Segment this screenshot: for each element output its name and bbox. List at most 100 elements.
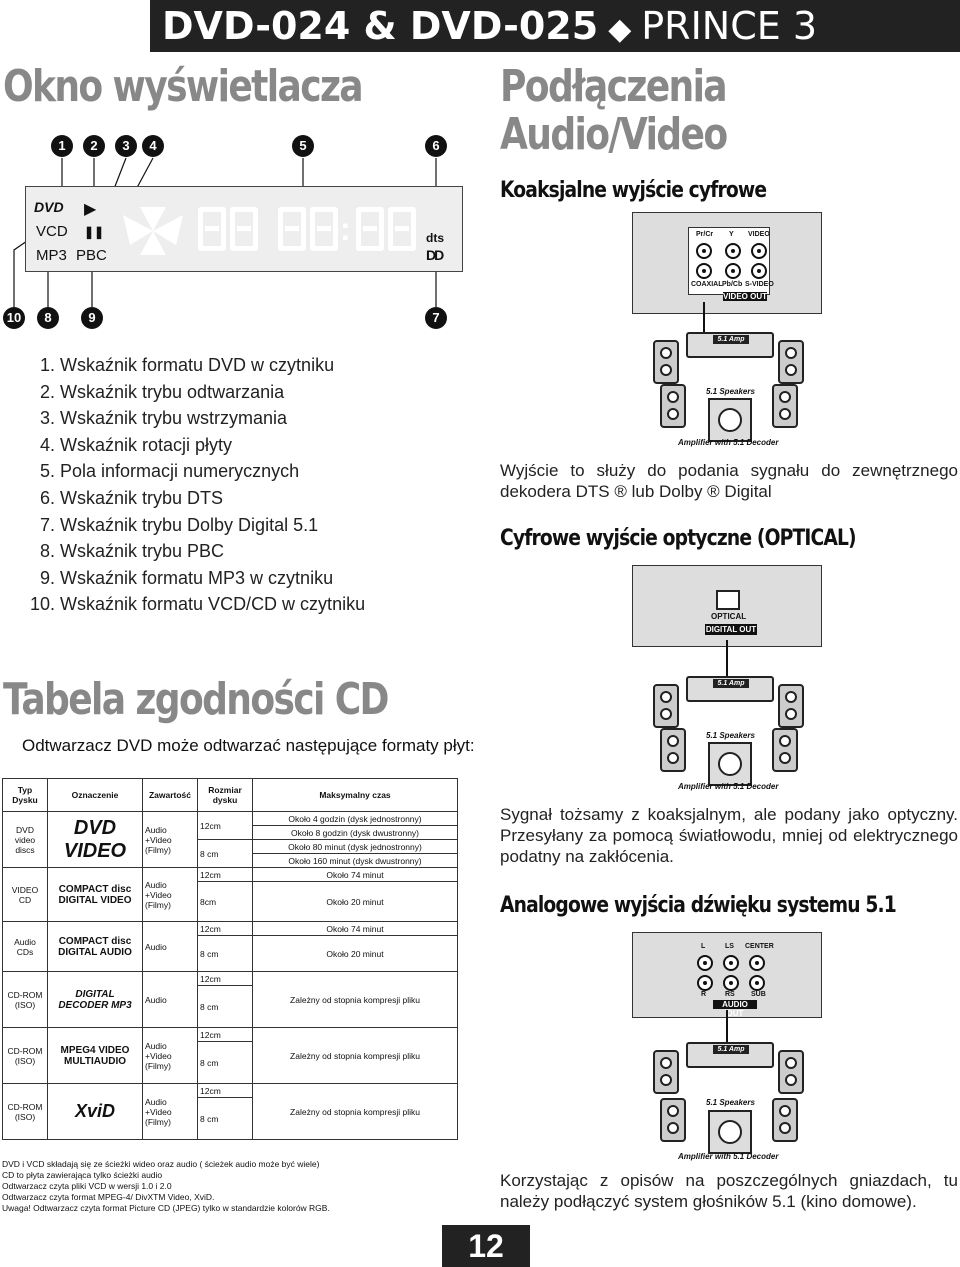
max-time: Około 74 minut (252, 867, 458, 882)
disc-content: Audio +Video (Filmy) (142, 1027, 198, 1084)
display-title: Okno wyświetlacza (3, 61, 364, 112)
indicator-list: 1. Wskaźnik formatu DVD w czytniku 2. Ws… (30, 352, 365, 618)
video-jack (751, 243, 767, 259)
disc-content: Audio +Video (Filmy) (142, 811, 198, 868)
disc-type: CD-ROM (ISO) (2, 1083, 48, 1140)
max-time: Około 4 godzin (dysk jednostronny) (252, 811, 458, 826)
max-time: Około 74 minut (252, 921, 458, 936)
note: Uwaga! Odtwarzacz czyta format Picture C… (2, 1203, 330, 1213)
callout-5: 5 (292, 135, 314, 157)
max-time: Zależny od stopnia kompresji pliku (252, 1027, 458, 1084)
dolby-indicator: DD (426, 247, 444, 263)
max-time: Około 160 minut (dysk dwustronny) (252, 853, 458, 868)
list-item: 4. Wskaźnik rotacji płyty (40, 434, 233, 455)
disc-type: CD-ROM (ISO) (2, 1027, 48, 1084)
dts-indicator: dts (426, 231, 444, 245)
play-icon: ▶ (84, 201, 97, 218)
table-notes: DVD i VCD składają się ze ścieżki wideo … (2, 1159, 330, 1214)
header-models: DVD-024 & DVD-025 (162, 4, 599, 48)
callout-7: 7 (425, 307, 447, 329)
svideo-label: S-VIDEO (745, 281, 774, 288)
list-item: 5. Pola informacji numerycznych (40, 461, 300, 482)
list-item: 7. Wskaźnik trybu Dolby Digital 5.1 (40, 514, 319, 535)
optical-label: OPTICAL (711, 612, 747, 621)
list-item: 10. Wskaźnik formatu VCD/CD w czytniku (30, 594, 366, 615)
header-series: PRINCE 3 (641, 4, 818, 48)
disc-size: 12cm (197, 1027, 253, 1042)
callout-4: 4 (142, 135, 164, 157)
av-title-line1: Podłączenia (500, 61, 728, 112)
mpeg4-logo: MPEG4 VIDEO MULTIAUDIO (47, 1027, 143, 1084)
optical-port-icon (716, 590, 740, 610)
connection-arrow (726, 640, 728, 676)
speakers-label: 5.1 Speakers (706, 731, 755, 740)
disc-size: 12cm (197, 1083, 253, 1098)
disc-size: 12cm (197, 921, 253, 936)
callout-3: 3 (115, 135, 137, 157)
disc-size: 8cm (197, 881, 253, 922)
list-item: 2. Wskaźnik trybu odtwarzania (40, 381, 285, 402)
callout-10: 10 (3, 307, 25, 329)
col-header: Oznaczenie (47, 778, 143, 812)
speakers-label: 5.1 Speakers (706, 1098, 755, 1107)
optical-heading: Cyfrowe wyjście optyczne (OPTICAL) (500, 526, 857, 551)
cd-intro: Odtwarzacz DVD może odtwarzać następując… (22, 736, 475, 755)
pause-icon: ❚❚ (84, 225, 105, 239)
video-cd-logo: COMPACT disc DIGITAL VIDEO (47, 867, 143, 922)
max-time: Około 80 minut (dysk jednostronny) (252, 839, 458, 854)
mp3-indicator: MP3 (36, 247, 67, 264)
pbcb-jack (725, 263, 741, 279)
disc-type: VIDEO CD (2, 867, 48, 922)
max-time: Zależny od stopnia kompresji pliku (252, 1083, 458, 1140)
col-header: Zawartość (142, 778, 198, 812)
disc-size: 8 cm (197, 985, 253, 1028)
amp-caption: Amplifier with 5.1 Decoder (678, 1152, 779, 1161)
disc-content: Audio (142, 971, 198, 1028)
disc-size: 8 cm (197, 1097, 253, 1140)
callout-9: 9 (81, 307, 103, 329)
speaker-diagram-3: 5.1 Amp 5.1 Speakers Amplifier with 5.1 … (650, 1042, 810, 1164)
coax-heading: Koaksjalne wyjście cyfrowe (500, 178, 767, 203)
disc-content: Audio (142, 921, 198, 972)
speaker-diagram-1: 5.1 Amp 5.1 Speakers Amplifier with 5.1 … (650, 332, 810, 450)
note: Odtwarzacz czyta format MPEG-4/ DivXTM V… (2, 1192, 215, 1202)
page-number: 12 (442, 1225, 530, 1267)
center-label: CENTER (745, 943, 774, 950)
mp3-logo: DIGITAL DECODER MP3 (47, 971, 143, 1028)
disc-type: DVD video discs (2, 811, 48, 868)
svideo-jack (751, 263, 767, 279)
disc-content: Audio +Video (Filmy) (142, 867, 198, 922)
video-label: VIDEO (748, 231, 770, 238)
analog-description: Korzystając z opisów na poszczególnych g… (500, 1171, 958, 1211)
disc-size: 8 cm (197, 935, 253, 972)
max-time: Zależny od stopnia kompresji pliku (252, 971, 458, 1028)
dvd-indicator: DVD (34, 199, 64, 215)
sub-label: SUB (751, 991, 766, 998)
optical-description: Sygnał tożsamy z koaksjalnym, ale podany… (500, 805, 958, 866)
colon-separator: : (340, 211, 351, 247)
list-item: 1. Wskaźnik formatu DVD w czytniku (40, 355, 335, 375)
video-out-bar: VIDEO OUT (723, 292, 768, 301)
callout-1: 1 (51, 135, 73, 157)
video-out-panel: Pr/Cr Y VIDEO COAXIAL Pb/Cb S-VIDEO VIDE… (632, 212, 822, 314)
disc-size: 12cm (197, 971, 253, 986)
r-label: R (701, 991, 707, 998)
max-time: Około 20 minut (252, 881, 458, 922)
vcd-indicator: VCD (36, 223, 68, 240)
speakers-label: 5.1 Speakers (706, 387, 755, 396)
note: CD to płyta zawierająca tylko ścieżki au… (2, 1170, 163, 1180)
callout-2: 2 (83, 135, 105, 157)
disc-rotation-icon (123, 207, 183, 255)
amp-label: 5.1 Amp (713, 335, 749, 344)
rs-label: RS (725, 991, 735, 998)
col-header: Rozmiar dysku (197, 778, 253, 812)
y-label: Y (729, 231, 734, 238)
speaker-diagram-2: 5.1 Amp 5.1 Speakers Amplifier with 5.1 … (650, 676, 810, 794)
y-jack (725, 243, 741, 259)
cd-title: Tabela zgodności CD (3, 674, 390, 725)
connection-arrow (726, 1010, 728, 1044)
header-band: DVD-024 & DVD-025◆PRINCE 3 (150, 0, 960, 52)
pbc-indicator: PBC (76, 247, 107, 264)
audio-out-bar: AUDIO OUT (713, 1000, 757, 1018)
l-label: L (701, 943, 706, 950)
